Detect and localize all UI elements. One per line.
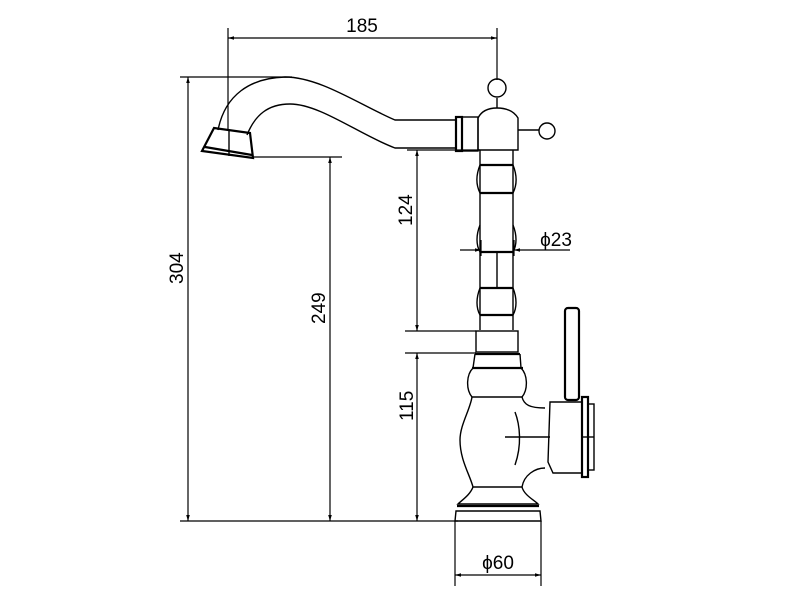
dimension-185: 185 — [227, 16, 498, 130]
spout — [200, 76, 455, 160]
faucet-handle — [547, 306, 595, 479]
dimension-115: 115 — [397, 352, 476, 521]
dimension-label-185: 185 — [346, 16, 378, 37]
dimension-label-304: 304 — [167, 252, 188, 284]
side-knob — [538, 122, 556, 140]
dimension-249: 249 — [252, 156, 342, 521]
faucet-head — [454, 78, 556, 153]
dimension-124: 124 — [396, 149, 480, 332]
faucet-body — [454, 330, 550, 522]
aerator — [200, 126, 255, 160]
faucet-column — [476, 150, 517, 330]
dimension-diameter-60: ϕ60 — [454, 521, 542, 586]
dimension-label-diameter-60: ϕ60 — [482, 553, 514, 574]
dimension-label-124: 124 — [396, 194, 417, 226]
top-knob — [487, 78, 507, 98]
dimension-label-249: 249 — [309, 292, 330, 324]
dimension-label-115: 115 — [397, 391, 418, 421]
dimension-label-diameter-23: ϕ23 — [540, 230, 572, 251]
dimension-304: 304 — [167, 76, 458, 522]
dimension-diameter-23: ϕ23 — [460, 230, 572, 256]
